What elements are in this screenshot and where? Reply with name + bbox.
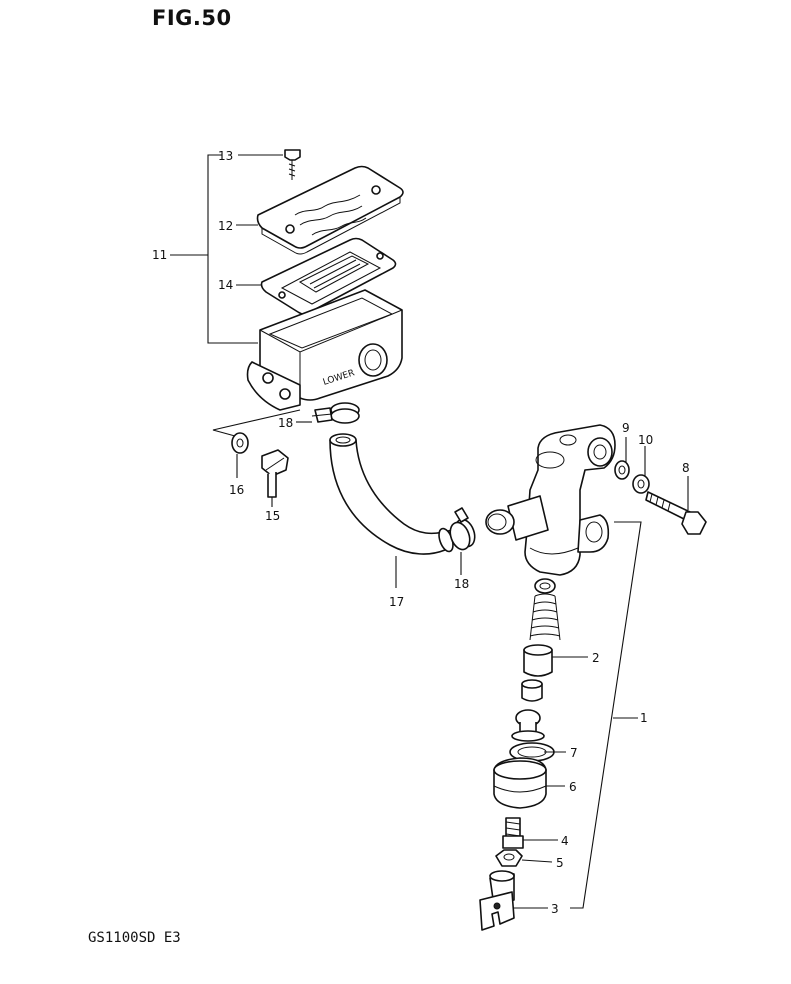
adjust-bolt-4[interactable] — [502, 817, 558, 849]
hose-clamp-18-upper[interactable] — [296, 402, 360, 424]
screw-13[interactable] — [238, 149, 301, 180]
callout-11: 11 — [152, 248, 167, 262]
mount-bracket-line — [212, 409, 301, 437]
callout-16: 16 — [229, 483, 244, 497]
spring-piston-2[interactable] — [521, 578, 588, 702]
callout-3: 3 — [551, 902, 559, 916]
callout-8: 8 — [682, 461, 690, 475]
callout-7: 7 — [570, 746, 578, 760]
callout-13: 13 — [218, 149, 233, 163]
callout-5: 5 — [556, 856, 564, 870]
callout-17: 17 — [389, 595, 404, 609]
cylinder-assembly-bracket-1 — [570, 521, 642, 909]
callout-2: 2 — [592, 651, 600, 665]
hose-clamp-18-lower[interactable] — [447, 507, 478, 575]
callout-labels: 13 12 11 14 18 16 15 17 18 9 10 8 2 1 7 … — [152, 149, 690, 916]
callout-15: 15 — [265, 509, 280, 523]
push-rod[interactable] — [511, 709, 545, 742]
model-code: GS1100SD E3 — [88, 930, 181, 946]
reservoir-bracket-11 — [170, 154, 258, 344]
callout-18-upper: 18 — [278, 416, 293, 430]
dust-boot-6[interactable] — [493, 757, 565, 809]
hose-17[interactable] — [329, 433, 456, 588]
reservoir-cap-12[interactable] — [236, 165, 404, 255]
callout-10: 10 — [638, 433, 653, 447]
washer-16[interactable] — [231, 432, 249, 478]
clevis-3[interactable] — [479, 870, 548, 931]
callout-14: 14 — [218, 278, 233, 292]
callout-18-lower: 18 — [454, 577, 469, 591]
washer-9[interactable] — [614, 437, 630, 480]
reservoir-body: LOWER — [246, 289, 403, 411]
callout-12: 12 — [218, 219, 233, 233]
master-cylinder-body — [485, 424, 616, 576]
diaphragm-14[interactable] — [236, 237, 397, 315]
callout-4: 4 — [561, 834, 569, 848]
callout-6: 6 — [569, 780, 577, 794]
nut-5[interactable] — [495, 849, 553, 867]
callout-9: 9 — [622, 421, 630, 435]
washer-10[interactable] — [632, 446, 650, 494]
figure-title: FIG.50 — [152, 6, 232, 30]
bolt-15[interactable] — [261, 449, 289, 507]
callout-1: 1 — [640, 711, 648, 725]
bolt-8[interactable] — [645, 476, 707, 535]
